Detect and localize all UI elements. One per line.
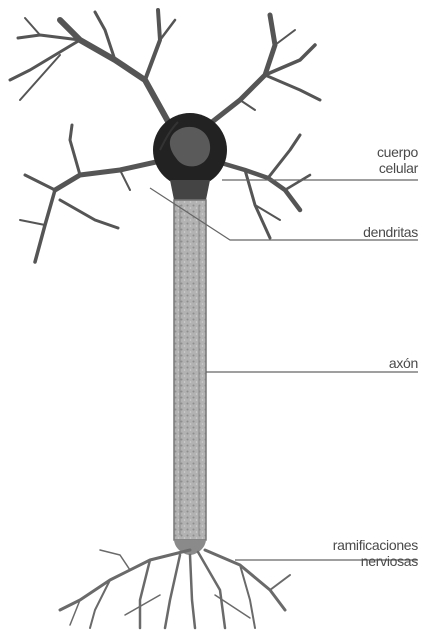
label-terminals-line1: ramificaciones	[333, 538, 418, 552]
cell-body	[153, 113, 227, 187]
axon	[174, 200, 206, 555]
label-cell-body-line2: celular	[379, 161, 418, 175]
label-dendrites: dendritas	[363, 225, 418, 239]
label-cell-body-line1: cuerpo	[377, 145, 418, 159]
terminal-branches	[60, 550, 290, 628]
label-terminals-line2: nerviosas	[361, 554, 418, 568]
label-axon: axón	[389, 356, 418, 370]
